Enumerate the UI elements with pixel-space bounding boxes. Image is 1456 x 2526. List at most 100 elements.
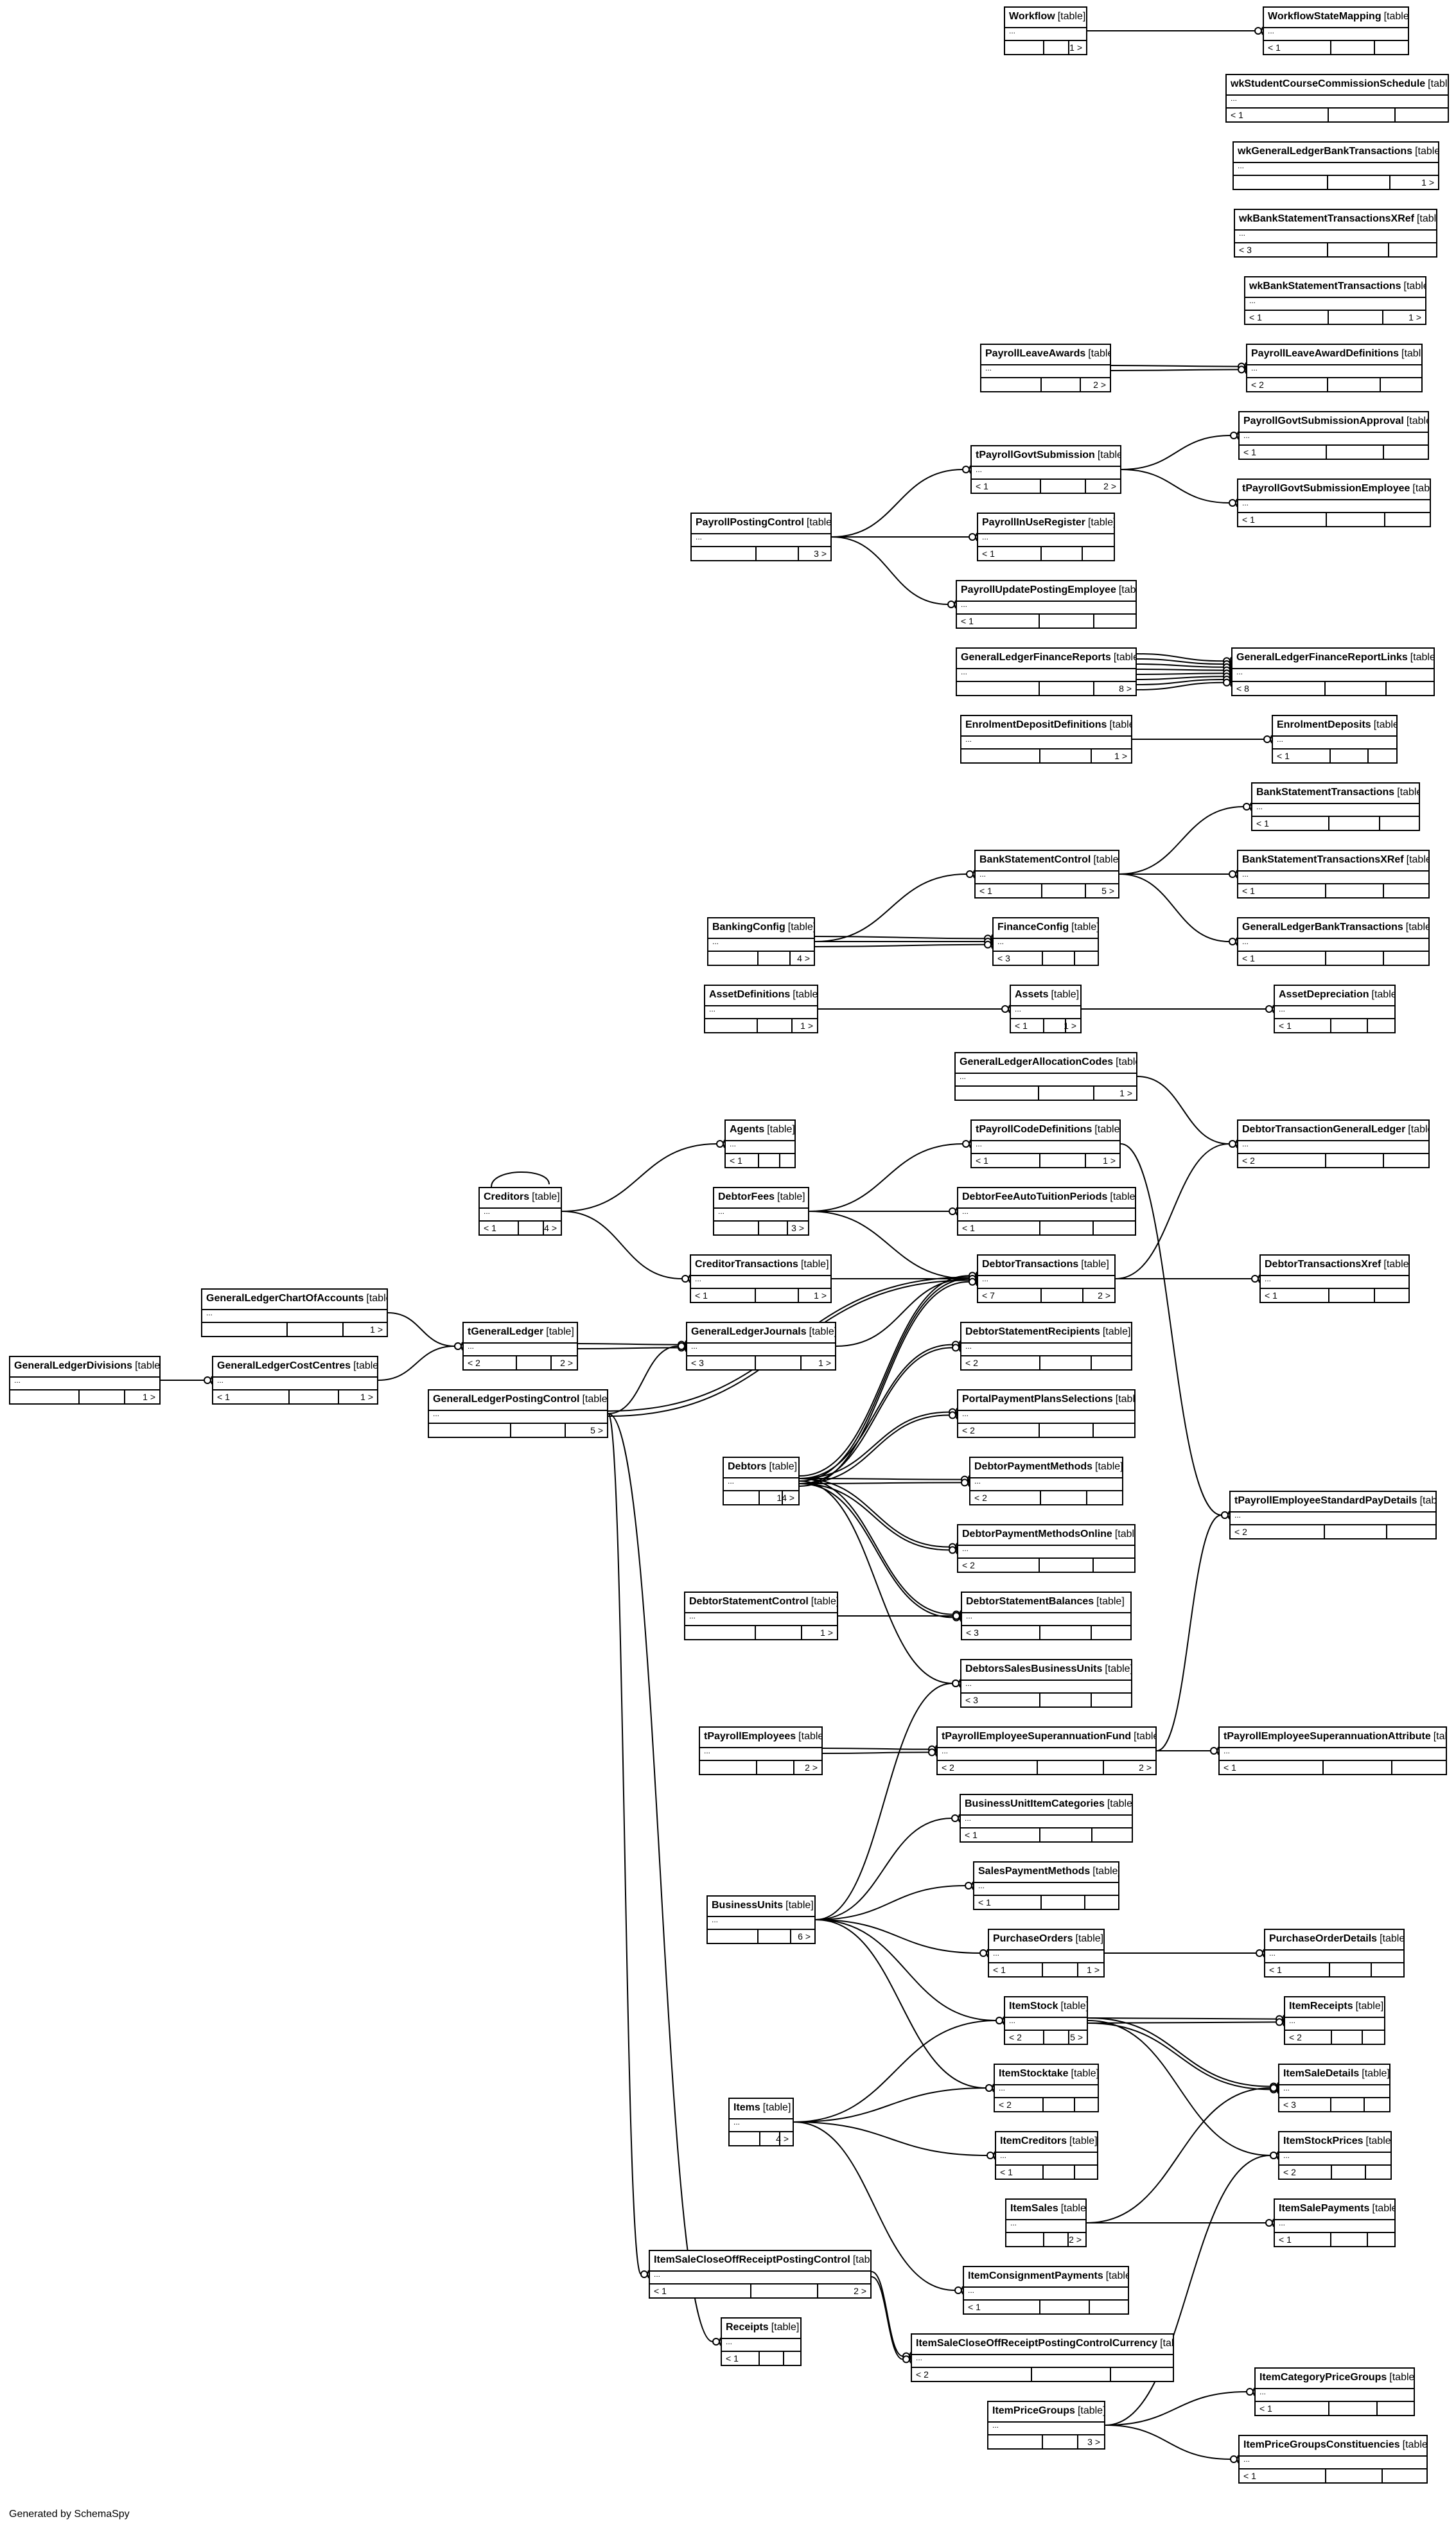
child-count[interactable]: 1 > [818, 1358, 831, 1368]
parent-count[interactable]: < 1 [1269, 1965, 1282, 1975]
child-count[interactable]: 1 > [370, 1324, 383, 1335]
child-count[interactable]: 1 > [1408, 312, 1421, 322]
child-count[interactable]: 1 > [1421, 177, 1434, 188]
parent-count[interactable]: < 2 [999, 2100, 1012, 2110]
child-count[interactable]: 1 > [360, 1392, 373, 1402]
parent-count[interactable]: < 7 [982, 1290, 995, 1301]
parent-count[interactable]: < 1 [1243, 447, 1256, 457]
table-tPayrollEmployeeStandardPayDetails[interactable]: tPayrollEmployeeStandardPayDetails[table… [1229, 1491, 1437, 1539]
parent-count[interactable]: < 2 [1009, 2032, 1022, 2042]
child-count[interactable]: 3 > [1087, 2437, 1100, 2447]
table-AssetDefinitions[interactable]: AssetDefinitions[table]...1 > [704, 985, 818, 1033]
child-count[interactable]: 1 > [1064, 1021, 1076, 1031]
table-ItemStockPrices[interactable]: ItemStockPrices[table]...< 2 [1278, 2131, 1392, 2180]
table-PurchaseOrderDetails[interactable]: PurchaseOrderDetails[table]...< 1 [1264, 1929, 1405, 1978]
table-PortalPaymentPlansSelections[interactable]: PortalPaymentPlansSelections[table]...< … [957, 1389, 1136, 1438]
child-count[interactable]: 6 > [798, 1931, 811, 1942]
table-tPayrollEmployees[interactable]: tPayrollEmployees[table]...2 > [699, 1726, 823, 1775]
child-count[interactable]: 5 > [1101, 886, 1114, 896]
table-tPayrollEmployeeSuperannuationAttribute[interactable]: tPayrollEmployeeSuperannuationAttribute[… [1218, 1726, 1447, 1775]
parent-count[interactable]: < 1 [978, 1897, 991, 1908]
parent-count[interactable]: < 1 [961, 616, 974, 626]
table-GeneralLedgerDivisions[interactable]: GeneralLedgerDivisions[table]...1 > [9, 1356, 161, 1405]
child-count[interactable]: 1 > [1087, 1965, 1100, 1975]
parent-count[interactable]: < 8 [1236, 683, 1249, 694]
parent-count[interactable]: < 3 [965, 1695, 978, 1705]
child-count[interactable]: 1 > [800, 1021, 813, 1031]
parent-count[interactable]: < 1 [968, 2302, 981, 2312]
parent-count[interactable]: < 2 [974, 1493, 987, 1503]
parent-count[interactable]: < 1 [217, 1392, 230, 1402]
parent-count[interactable]: < 1 [1242, 514, 1255, 525]
table-ItemPriceGroups[interactable]: ItemPriceGroups[table]...3 > [987, 2401, 1105, 2450]
table-GeneralLedgerPostingControl[interactable]: GeneralLedgerPostingControl[table]...5 > [428, 1389, 608, 1438]
table-ItemReceipts[interactable]: ItemReceipts[table]...< 2 [1284, 1996, 1385, 2045]
parent-count[interactable]: < 1 [1249, 312, 1262, 322]
child-count[interactable]: 5 > [590, 1425, 603, 1435]
parent-count[interactable]: < 1 [976, 481, 988, 491]
table-BankStatementControl[interactable]: BankStatementControl[table]...< 15 > [974, 850, 1119, 899]
child-count[interactable]: 2 > [560, 1358, 573, 1368]
table-ItemSaleCloseOffReceiptPostingControl[interactable]: ItemSaleCloseOffReceiptPostingControl[ta… [649, 2250, 872, 2299]
parent-count[interactable]: < 1 [1256, 818, 1269, 829]
parent-count[interactable]: < 2 [1251, 380, 1264, 390]
parent-count[interactable]: < 3 [997, 953, 1010, 963]
parent-count[interactable]: < 1 [976, 1155, 988, 1166]
parent-count[interactable]: < 2 [965, 1358, 978, 1368]
parent-count[interactable]: < 2 [962, 1425, 975, 1435]
parent-count[interactable]: < 1 [484, 1223, 496, 1233]
table-DebtorFees[interactable]: DebtorFees[table]...3 > [713, 1187, 809, 1236]
parent-count[interactable]: < 1 [730, 1155, 742, 1166]
child-count[interactable]: 1 > [1069, 42, 1082, 53]
table-wkGeneralLedgerBankTransactions[interactable]: wkGeneralLedgerBankTransactions[table]..… [1232, 141, 1439, 190]
parent-count[interactable]: < 1 [654, 2286, 667, 2296]
table-DebtorTransactionGeneralLedger[interactable]: DebtorTransactionGeneralLedger[table]...… [1237, 1119, 1430, 1168]
parent-count[interactable]: < 3 [1239, 245, 1252, 255]
table-GeneralLedgerAllocationCodes[interactable]: GeneralLedgerAllocationCodes[table]...1 … [954, 1052, 1137, 1101]
parent-count[interactable]: < 1 [993, 1965, 1006, 1975]
table-DebtorTransactionsXref[interactable]: DebtorTransactionsXref[table]...< 1 [1259, 1254, 1410, 1303]
table-FinanceConfig[interactable]: FinanceConfig[table]...< 3 [992, 917, 1099, 966]
table-ItemSaleCloseOffReceiptPostingControlCurrency[interactable]: ItemSaleCloseOffReceiptPostingControlCur… [911, 2333, 1174, 2382]
parent-count[interactable]: < 1 [1277, 751, 1290, 761]
parent-count[interactable]: < 1 [1279, 1021, 1292, 1031]
table-ItemSales[interactable]: ItemSales[table]...2 > [1005, 2198, 1087, 2247]
child-count[interactable]: 4 > [544, 1223, 557, 1233]
table-PayrollInUseRegister[interactable]: PayrollInUseRegister[table]...< 1 [977, 513, 1115, 561]
parent-count[interactable]: < 1 [1259, 2403, 1272, 2414]
child-count[interactable]: 1 > [814, 1290, 827, 1301]
child-count[interactable]: 1 > [1103, 1155, 1116, 1166]
parent-count[interactable]: < 1 [1015, 1021, 1028, 1031]
table-wkBankStatementTransactions[interactable]: wkBankStatementTransactions[table]...< 1… [1244, 276, 1426, 325]
table-EnrolmentDepositDefinitions[interactable]: EnrolmentDepositDefinitions[table]...1 > [960, 715, 1132, 764]
parent-count[interactable]: < 1 [962, 1223, 975, 1233]
table-tPayrollEmployeeSuperannuationFund[interactable]: tPayrollEmployeeSuperannuationFund[table… [936, 1726, 1157, 1775]
table-DebtorPaymentMethodsOnline[interactable]: DebtorPaymentMethodsOnline[table]...< 2 [957, 1524, 1136, 1573]
parent-count[interactable]: < 2 [1242, 1155, 1255, 1166]
parent-count[interactable]: < 1 [726, 2353, 739, 2364]
parent-count[interactable]: < 1 [1242, 886, 1255, 896]
table-GeneralLedgerFinanceReports[interactable]: GeneralLedgerFinanceReports[table]...8 > [956, 647, 1137, 696]
table-Receipts[interactable]: Receipts[table]...< 1 [721, 2317, 802, 2366]
table-tPayrollCodeDefinitions[interactable]: tPayrollCodeDefinitions[table]...< 11 > [970, 1119, 1121, 1168]
table-ItemConsignmentPayments[interactable]: ItemConsignmentPayments[table]...< 1 [963, 2266, 1129, 2315]
child-count[interactable]: 4 > [797, 953, 810, 963]
table-Debtors[interactable]: Debtors[table]...14 > [723, 1457, 800, 1505]
child-count[interactable]: 1 > [820, 1627, 833, 1638]
table-SalesPaymentMethods[interactable]: SalesPaymentMethods[table]...< 1 [973, 1861, 1119, 1910]
child-count[interactable]: 2 > [1103, 481, 1116, 491]
child-count[interactable]: 8 > [1119, 683, 1132, 694]
table-DebtorFeeAutoTuitionPeriods[interactable]: DebtorFeeAutoTuitionPeriods[table]...< 1 [957, 1187, 1136, 1236]
child-count[interactable]: 2 > [1098, 1290, 1110, 1301]
table-ItemCreditors[interactable]: ItemCreditors[table]...< 1 [995, 2131, 1098, 2180]
child-count[interactable]: 2 > [1069, 2234, 1082, 2245]
table-BusinessUnits[interactable]: BusinessUnits[table]...6 > [706, 1895, 816, 1944]
table-GeneralLedgerBankTransactions[interactable]: GeneralLedgerBankTransactions[table]...<… [1237, 917, 1430, 966]
parent-count[interactable]: < 3 [691, 1358, 704, 1368]
parent-count[interactable]: < 3 [966, 1627, 979, 1638]
